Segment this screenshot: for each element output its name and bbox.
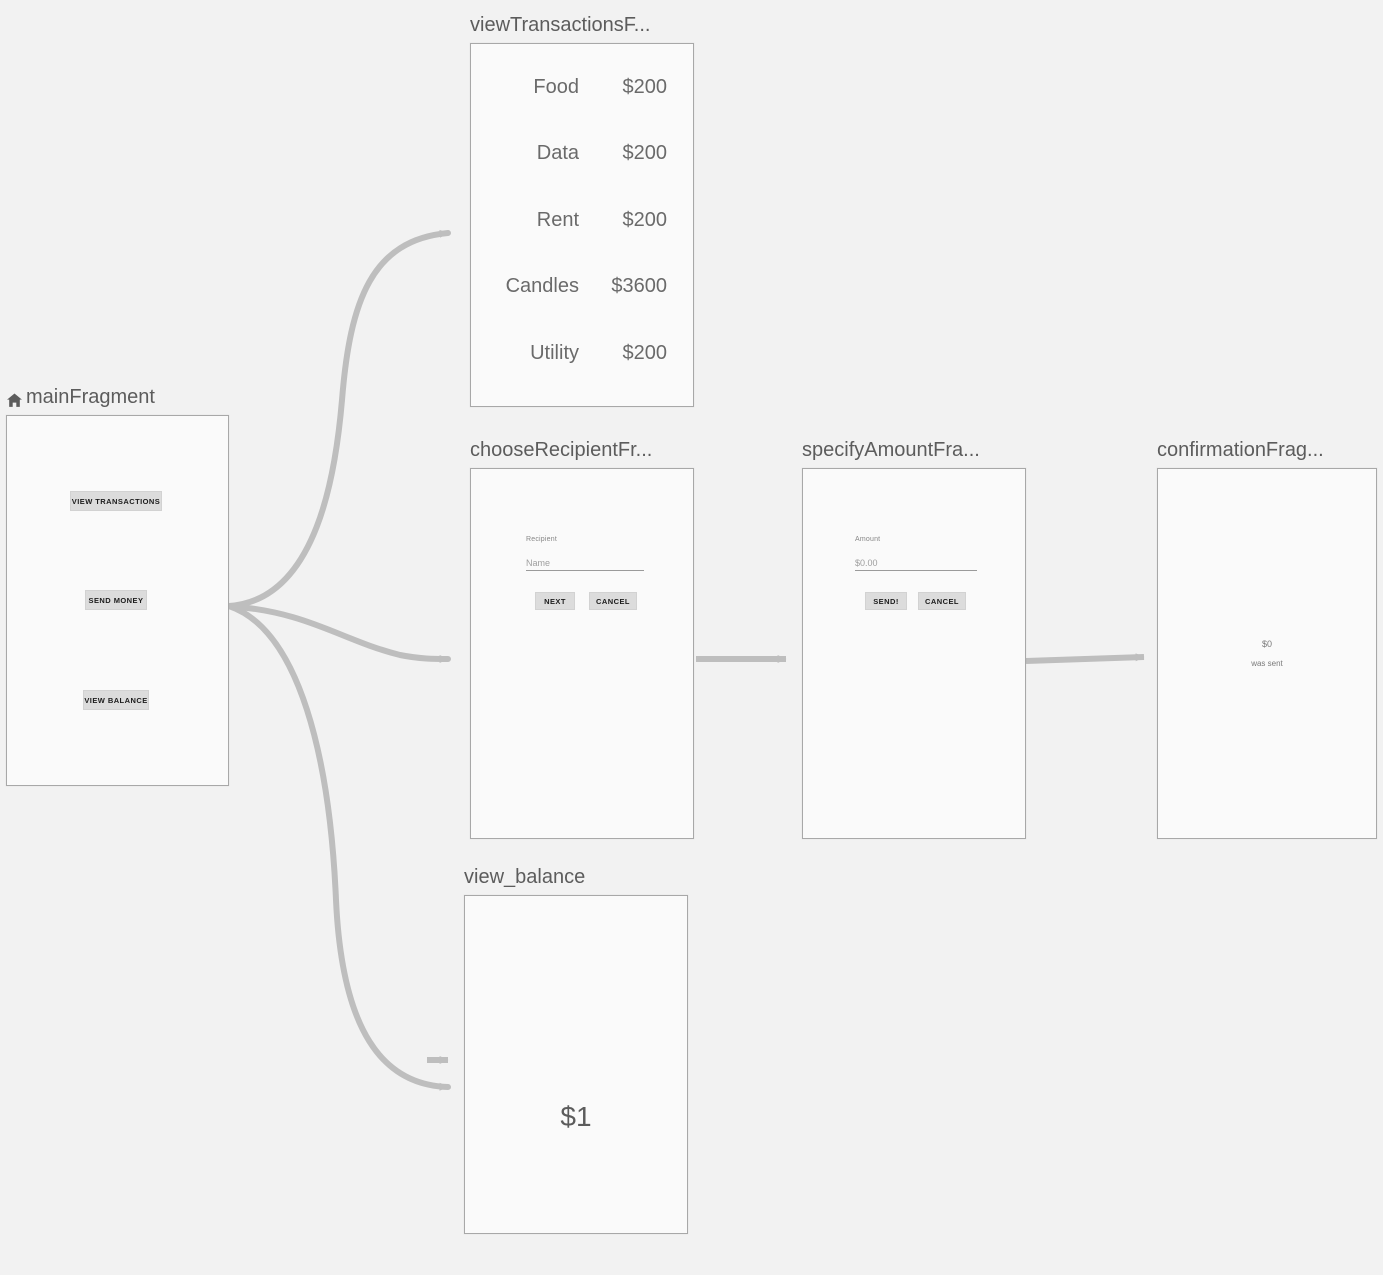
node-specify-amount-title: specifyAmountFra...: [802, 439, 980, 461]
node-view-balance-fragment[interactable]: view_balance $1: [464, 864, 688, 1234]
transaction-label: Data: [536, 142, 579, 164]
node-confirmation-title: confirmationFrag...: [1157, 439, 1324, 461]
transaction-label: Utility: [530, 342, 579, 364]
view-balance-button[interactable]: VIEW BALANCE: [83, 690, 149, 710]
node-confirmation-fragment[interactable]: confirmationFrag... $0 was sent: [1157, 437, 1377, 839]
transaction-row: Rent $200: [471, 209, 693, 232]
node-main-fragment[interactable]: mainFragment VIEW TRANSACTIONS SEND MONE…: [6, 384, 229, 786]
node-view-transactions-title: viewTransactionsF...: [470, 14, 651, 36]
node-view-transactions-fragment[interactable]: viewTransactionsF... Food $200 Data $200…: [470, 12, 694, 407]
edge-main-to-view-balance: [226, 603, 451, 1091]
choose-recipient-preview[interactable]: Recipient Name NEXT CANCEL: [470, 468, 694, 839]
edge-main-to-choose-recipient: [226, 603, 451, 663]
recipient-field-label: Recipient: [526, 536, 557, 543]
view-transactions-preview[interactable]: Food $200 Data $200 Rent $200 Candles $3…: [470, 43, 694, 407]
transaction-amount: $200: [622, 142, 668, 164]
node-choose-recipient-fragment[interactable]: chooseRecipientFr... Recipient Name NEXT…: [470, 437, 694, 839]
transaction-label: Candles: [505, 275, 579, 297]
edge-main-to-view-transactions: [226, 229, 451, 609]
send-button[interactable]: SEND!: [865, 592, 907, 610]
next-button[interactable]: NEXT: [535, 592, 575, 610]
specify-amount-preview[interactable]: Amount $0.00 SEND! CANCEL: [802, 468, 1026, 839]
transaction-row: Food $200: [471, 76, 693, 99]
recipient-name-input[interactable]: Name: [526, 558, 644, 571]
transaction-amount: $3600: [611, 275, 667, 297]
transaction-label: Food: [533, 76, 579, 98]
view-transactions-button[interactable]: VIEW TRANSACTIONS: [70, 491, 162, 511]
amount-field-label: Amount: [855, 536, 881, 543]
view-balance-preview[interactable]: $1: [464, 895, 688, 1234]
transaction-row: Utility $200: [471, 342, 693, 365]
node-main-fragment-label: mainFragment: [26, 386, 155, 408]
send-money-button[interactable]: SEND MONEY: [85, 590, 147, 610]
balance-amount: $1: [560, 1101, 592, 1132]
transaction-row: Data $200: [471, 142, 693, 165]
edge-specify-amount-to-confirmation: [1025, 653, 1145, 664]
transaction-row: Candles $3600: [471, 275, 693, 298]
node-choose-recipient-title: chooseRecipientFr...: [470, 439, 653, 461]
cancel-button[interactable]: CANCEL: [589, 592, 637, 610]
confirmation-message: was sent: [1251, 659, 1283, 668]
main-fragment-preview[interactable]: VIEW TRANSACTIONS SEND MONEY VIEW BALANC…: [6, 415, 229, 786]
home-icon: [6, 390, 23, 407]
transaction-amount: $200: [622, 342, 668, 364]
transaction-amount: $200: [622, 209, 668, 231]
transaction-amount: $200: [622, 76, 668, 98]
amount-input[interactable]: $0.00: [855, 558, 977, 571]
node-main-fragment-title: mainFragment: [6, 384, 229, 410]
confirmation-amount: $0: [1261, 639, 1272, 649]
cancel-button[interactable]: CANCEL: [918, 592, 966, 610]
transaction-label: Rent: [536, 209, 579, 231]
node-view-balance-title: view_balance: [464, 866, 586, 888]
node-specify-amount-fragment[interactable]: specifyAmountFra... Amount $0.00 SEND! C…: [802, 437, 1026, 839]
confirmation-preview[interactable]: $0 was sent: [1157, 468, 1377, 839]
